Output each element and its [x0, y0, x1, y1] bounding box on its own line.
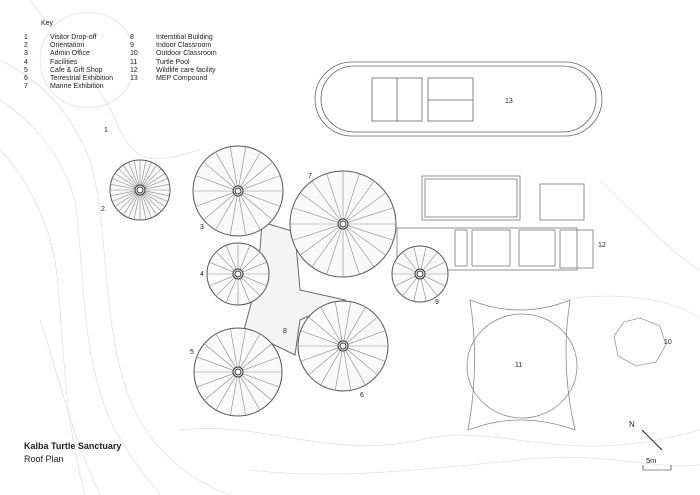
dome-admin-office — [192, 145, 284, 237]
wildlife-care-buildings — [396, 175, 594, 271]
key-label: Cafe & Gift Shop — [50, 66, 103, 74]
key-label: Interstitial Building — [156, 34, 213, 41]
key-number: 8 — [130, 34, 134, 41]
dome-marine-exhibition — [289, 170, 397, 278]
key-item: 4 Facilities — [24, 59, 113, 67]
key-number: 1 — [24, 34, 28, 41]
dome-terrestrial — [297, 300, 389, 392]
key-number: 13 — [130, 75, 138, 83]
key-number: 6 — [24, 75, 28, 83]
key-label: Turtle Pool — [156, 58, 190, 66]
key-number: 5 — [24, 66, 28, 74]
key-number: 3 — [24, 50, 28, 58]
key-column-1: 1 Visitor Drop-off 2 Orientation 3 Admin Offi… — [24, 34, 113, 91]
key-number: 2 — [24, 42, 28, 50]
key-item: 11 Turtle Pool — [130, 59, 217, 67]
domes — [109, 145, 449, 417]
plan-label: 2 — [101, 206, 105, 213]
plan-label: 10 — [664, 339, 672, 346]
plan-label: 3 — [200, 224, 204, 231]
turtle-pool — [466, 299, 578, 431]
key-item: 9 Indoor Classroom — [130, 42, 217, 50]
scale-bar — [642, 465, 672, 471]
key-title: Key — [41, 20, 54, 27]
key-item: 5 Cafe & Gift Shop — [24, 67, 113, 75]
plan-label: 1 — [104, 127, 108, 134]
scale-label: 5m — [646, 456, 657, 465]
dome-orientation — [109, 159, 171, 221]
key-item: 8 Interstitial Building — [130, 34, 217, 42]
plan-label: 6 — [360, 392, 364, 399]
plan-label: 12 — [598, 242, 606, 249]
key-item: 10 Outdoor Classroom — [130, 50, 217, 58]
key-item: 13 MEP Compound — [130, 75, 217, 83]
plan-label: 13 — [505, 98, 513, 105]
dome-cafe — [193, 327, 283, 417]
key-item: 3 Admin Office — [24, 50, 113, 58]
key-label: Outdoor Classroom — [156, 50, 217, 58]
dome-indoor-classroom — [391, 245, 449, 303]
key-item: 1 Visitor Drop-off — [24, 34, 113, 42]
key-label: Indoor Classroom — [156, 42, 212, 50]
key-label: MEP Compound — [156, 75, 208, 83]
dome-facilities — [206, 242, 270, 306]
north-arrow — [641, 429, 672, 471]
key-label: Visitor Drop-off — [50, 34, 97, 41]
key-item: 6 Terrestrial Exhibition — [24, 75, 113, 83]
key-number: 11 — [130, 58, 138, 66]
key-item: 7 Marine Exhibition — [24, 83, 113, 91]
plan-label: 4 — [200, 271, 204, 278]
key-number: 9 — [130, 42, 134, 50]
key-label: Facilities — [50, 58, 78, 66]
plan-label: 5 — [190, 349, 194, 356]
drawing-subtitle: Roof Plan — [24, 454, 64, 464]
plan-label: 7 — [308, 173, 312, 180]
plan-label: 9 — [435, 299, 439, 306]
key-number: 4 — [24, 58, 28, 66]
north-label: N — [629, 420, 635, 429]
key-item: 12 Wildlife care facility — [130, 67, 217, 75]
mep-compound — [314, 61, 603, 137]
key-label: Wildlife care facility — [156, 66, 216, 74]
plan-label: 11 — [515, 362, 523, 369]
key-label: Admin Office — [50, 50, 90, 58]
key-number: 10 — [130, 50, 138, 58]
key-number: 7 — [24, 83, 28, 91]
key-label: Terrestrial Exhibition — [50, 75, 114, 83]
key-number: 12 — [130, 66, 138, 74]
plan-label: 8 — [283, 328, 287, 335]
key-item: 2 Orientation — [24, 42, 113, 50]
drawing-title: Kalba Turtle Sanctuary — [24, 441, 122, 451]
key-label: Marine Exhibition — [50, 83, 104, 91]
outdoor-classroom — [613, 317, 667, 367]
key-label: Orientation — [50, 42, 85, 50]
